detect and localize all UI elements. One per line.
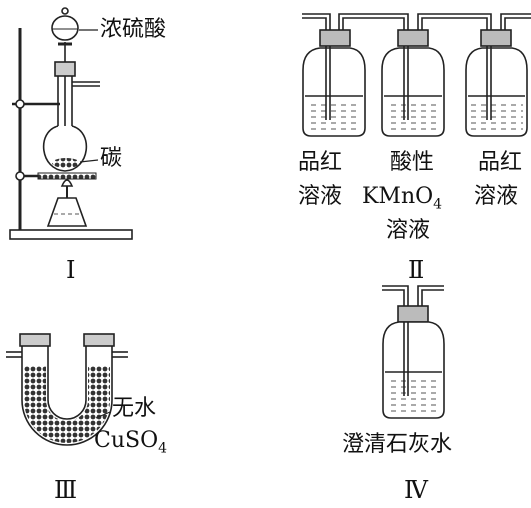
concentrated-sulfuric-acid-label: 浓硫酸 <box>100 17 167 42</box>
u-tube-stopper-left <box>19 333 51 347</box>
apparatus-IV-numeral: Ⅳ <box>404 476 428 504</box>
outlet-tube <box>500 13 531 36</box>
wire-gauze <box>37 172 97 180</box>
apparatus-II <box>302 13 531 137</box>
apparatus-I <box>9 7 133 240</box>
apparatus-I-numeral: Ⅰ <box>66 256 76 284</box>
bottle1-label-line1: 品红 <box>298 150 343 175</box>
bottle3-label-line1: 品红 <box>478 150 523 175</box>
apparatus-IV <box>382 285 445 419</box>
wash-bottle-2 <box>381 29 445 137</box>
stopper-IV <box>397 305 429 323</box>
alcohol-lamp <box>46 197 88 227</box>
u-tube-stopper-right <box>83 333 115 347</box>
bottle1-label-line2: 溶液 <box>298 184 343 209</box>
bottle3-label-line2: 溶液 <box>474 184 519 209</box>
outlet-tube-IV <box>417 285 444 310</box>
cuso4-label-line2: CuSO4 <box>94 428 168 457</box>
wash-bottle-1 <box>302 29 366 137</box>
anhydrous-cuso4-granules <box>24 366 110 443</box>
bottle2-label-line3: 溶液 <box>386 218 431 243</box>
bottle2-label-line2: KMnO4 <box>362 184 443 213</box>
anhydrous-label-line1: 无水 <box>112 396 157 421</box>
cuso4-leader <box>95 411 111 419</box>
stand-base <box>9 229 133 240</box>
limewater-label: 澄清石灰水 <box>342 432 453 457</box>
apparatus-III <box>6 333 128 446</box>
separatory-funnel <box>51 15 79 41</box>
carbon-leader <box>79 159 99 163</box>
carbon-pieces <box>52 158 80 168</box>
apparatus-III-numeral: Ⅲ <box>54 476 78 504</box>
bottle2-label-line1: 酸性 <box>390 150 435 175</box>
wash-bottle-3 <box>465 29 528 137</box>
apparatus-II-numeral: Ⅱ <box>408 256 425 284</box>
carbon-label: 碳 <box>100 146 123 171</box>
flask-stopper <box>54 61 76 77</box>
